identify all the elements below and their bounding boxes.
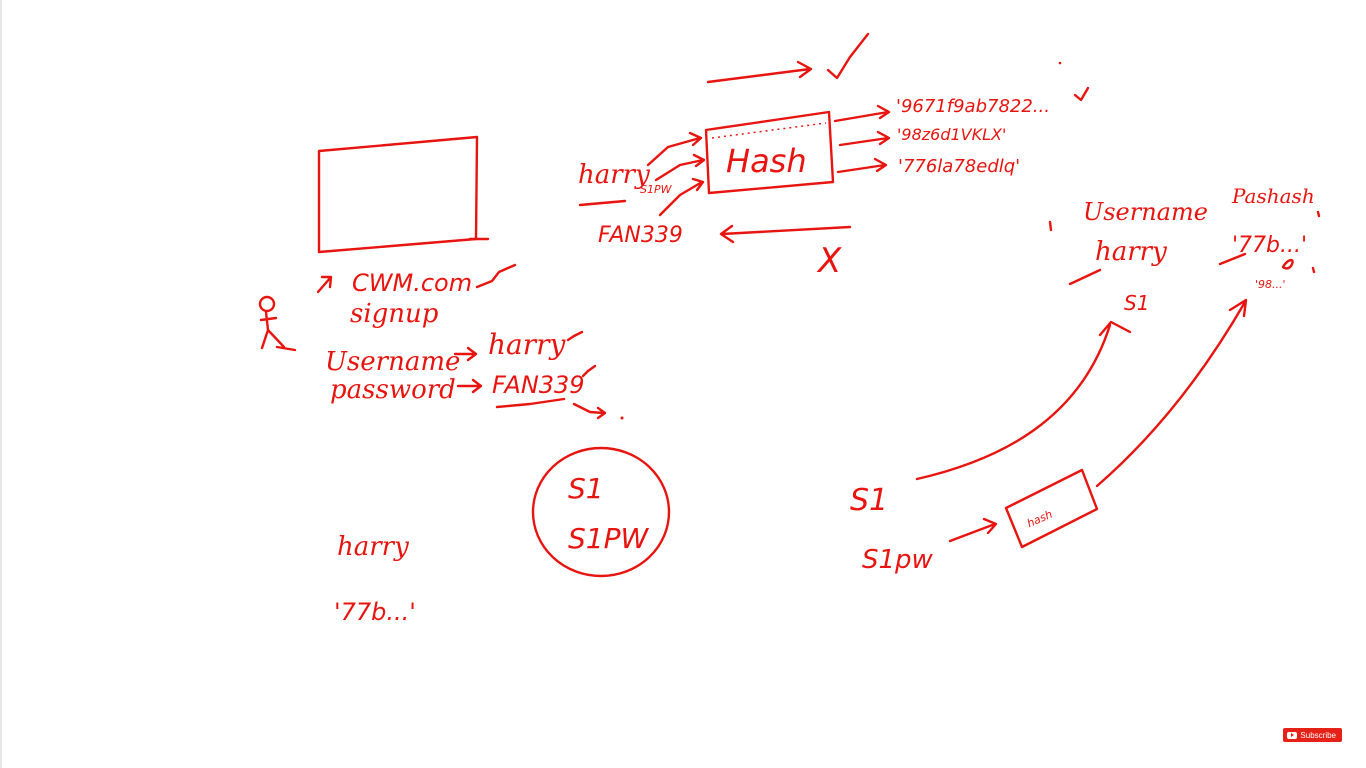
- password-underline: [495, 397, 566, 409]
- user-stick-figure: [258, 295, 297, 352]
- flow-target-label: S1: [1124, 291, 1149, 315]
- dot: [620, 416, 624, 420]
- hash-output-3: '776la78edlq': [898, 156, 1020, 177]
- flow-hash-box: [1004, 468, 1099, 549]
- flow-pw-arrow: [948, 517, 998, 543]
- hash-box-label: Hash: [726, 142, 807, 180]
- hash-output-check: [1073, 86, 1090, 102]
- hash-input-arrow-1: [646, 131, 703, 167]
- flow-s1pw: S1pw: [862, 545, 934, 575]
- password-label: password: [330, 375, 456, 405]
- hash-input-arrow-3: [658, 177, 705, 217]
- db-hash-underline: [1218, 252, 1247, 266]
- hash-out-arrow-2: [838, 130, 891, 147]
- hash-input-salt: S1PW: [640, 183, 673, 196]
- flow-hash-arrow: [1095, 298, 1248, 488]
- password-check: [581, 364, 597, 378]
- hash-input-user: harry: [578, 160, 650, 190]
- db-tick: [1048, 220, 1053, 232]
- flow-s1: S1: [850, 483, 888, 518]
- username-value: harry: [488, 328, 566, 361]
- subscribe-label: Subscribe: [1300, 730, 1336, 740]
- site-name: CWM.com: [352, 269, 472, 297]
- hash-box: [704, 110, 835, 195]
- subscribe-button[interactable]: Subscribe: [1283, 728, 1342, 742]
- hash-input-password: FAN339: [598, 223, 683, 248]
- signup-title: signup: [350, 299, 439, 329]
- username-arrow: [453, 346, 478, 362]
- flow-hash-label: hash: [1025, 508, 1054, 531]
- db-row-hash2: '98...': [1255, 278, 1286, 291]
- username-label: Username: [325, 347, 460, 377]
- db-row-user: harry: [1095, 237, 1167, 267]
- flow-s1-arrow: [915, 320, 1132, 481]
- db-col-username: Username: [1083, 198, 1208, 226]
- server-circle: [531, 446, 671, 578]
- hash-output-1: '9671f9ab7822...: [896, 96, 1050, 117]
- reverse-mark: X: [816, 241, 842, 281]
- password-arrow-down: [572, 402, 607, 420]
- db-col-pashash: Pashash: [1231, 184, 1315, 208]
- db-tick: [1311, 266, 1316, 274]
- reverse-arrow: [719, 224, 852, 244]
- server-circle-line1: S1: [568, 472, 604, 505]
- server-circle-line2: S1PW: [568, 522, 649, 555]
- db-scribble: [1281, 258, 1294, 270]
- password-value: FAN339: [492, 371, 585, 399]
- site-check: [475, 263, 517, 289]
- hash-output-2: '98z6d1VKLX': [897, 125, 1006, 144]
- db-tick: [1316, 210, 1321, 218]
- username-check: [566, 330, 584, 342]
- db-user-underline: [1068, 268, 1102, 286]
- user-arrow: [316, 275, 333, 294]
- forward-check: [826, 32, 870, 80]
- hash-out-arrow-1: [833, 104, 891, 123]
- dot: [1058, 61, 1062, 65]
- youtube-icon: [1287, 731, 1298, 739]
- forward-arrow: [706, 60, 813, 84]
- browser-window-sketch: [317, 135, 490, 254]
- hash-input-arrow-2: [654, 153, 706, 182]
- bottom-hash: '77b...': [334, 598, 416, 626]
- password-arrow: [456, 378, 483, 394]
- bottom-user: harry: [337, 532, 409, 562]
- hash-user-underline: [578, 199, 627, 207]
- hash-out-arrow-3: [836, 157, 888, 174]
